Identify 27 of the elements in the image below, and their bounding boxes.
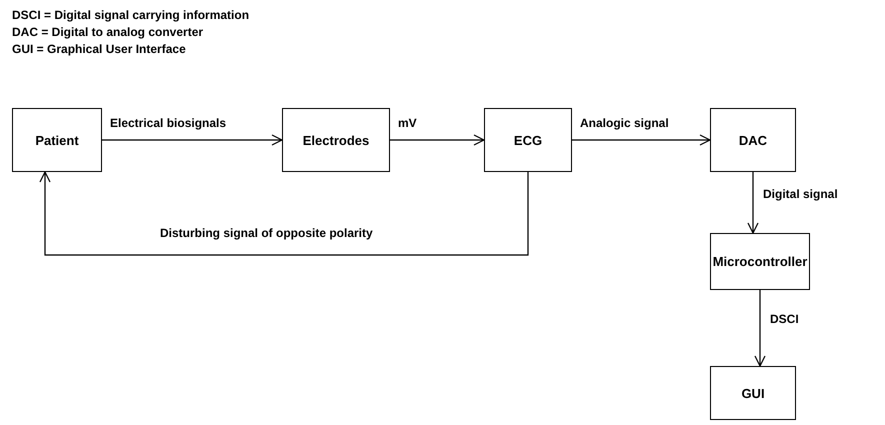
process-box [12,108,102,172]
edge-label: Analogic signal [580,116,669,130]
arrow [572,134,711,146]
abbreviation-note: DAC = Digital to analog converter [12,25,204,39]
edge-label: Electrical biosignals [110,116,226,130]
box-label: GUI [741,386,765,400]
arrow [390,134,485,146]
arrow [102,134,283,146]
process-box [710,108,796,172]
edge-label: mV [398,116,417,130]
box-label: ECG [514,132,542,148]
box-label: Microcontroller [712,254,808,269]
process-box [282,108,390,172]
edge-label: Digital signal [763,186,838,200]
box-label: Patient [35,132,79,148]
edge-label: DSCI [770,312,799,326]
process-box [484,108,572,172]
edge-label: Disturbing signal of opposite polarity [160,226,373,240]
arrow [39,171,529,256]
process-box [710,233,810,290]
arrow [747,172,759,234]
process-box [710,366,796,420]
box-label: Electrodes [302,132,370,148]
abbreviation-note: GUI = Graphical User Interface [12,42,186,56]
abbreviation-note: DSCI = Digital signal carrying information [12,8,250,22]
box-label: DAC [738,132,768,148]
arrow [754,290,766,367]
